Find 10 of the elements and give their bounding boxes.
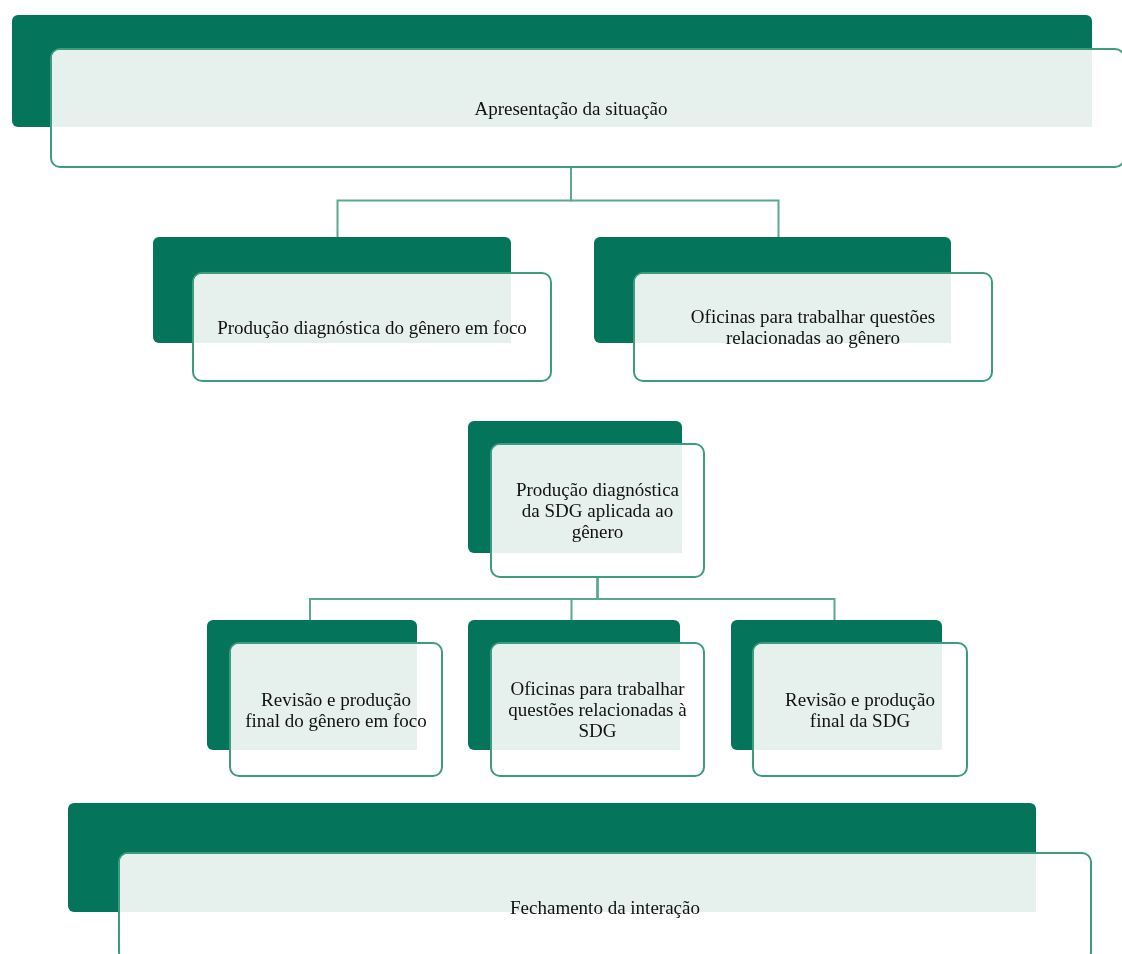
connector-line (596, 577, 836, 621)
node-text: Apresentação da situação (474, 97, 668, 119)
node-text: Oficinas para trabalhar questões relacionadas ao gênero (689, 306, 937, 348)
node-text: Revisão e produção final do gênero em foco (245, 688, 427, 731)
node-text: Fechamento da interação (510, 896, 700, 918)
node-text: Produção diagnóstica do gênero em foco (217, 316, 527, 338)
connector-line (570, 167, 780, 238)
node-text: Revisão e produção final da SDG (784, 688, 936, 731)
node-text: Produção diagnóstica da SDG aplicada ao gênero (514, 479, 680, 542)
node-text: Oficinas para trabalhar questões relacionadas à SDG (507, 678, 688, 741)
